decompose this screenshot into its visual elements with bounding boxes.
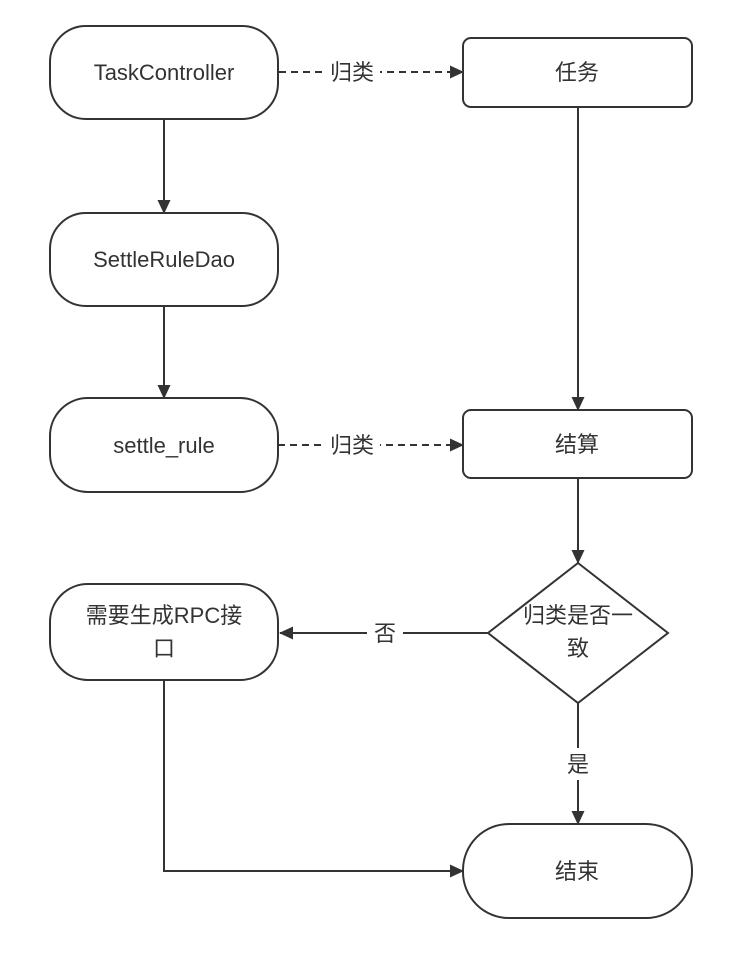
node-decision-label-line2: 致 xyxy=(567,636,589,661)
node-settlement: 结算 xyxy=(462,409,693,479)
edge-label-bg xyxy=(560,748,596,780)
node-rpc-interface-label-line2: 口 xyxy=(153,636,175,661)
node-task: 任务 xyxy=(462,37,693,108)
edge-label-yes: 是 xyxy=(567,752,589,777)
edge-decision-no: 否 xyxy=(279,618,488,648)
edge-label-no: 否 xyxy=(374,621,396,646)
node-rpc-interface-shape xyxy=(49,583,279,681)
node-end-label: 结束 xyxy=(555,859,599,884)
edge-label-bg xyxy=(324,431,380,459)
node-end: 结束 xyxy=(462,823,693,919)
edge-classify-top: 归类 xyxy=(279,58,464,86)
node-settle-rule-label: settle_rule xyxy=(113,433,215,458)
edge-label-bg xyxy=(324,58,380,86)
edge-classify-bottom: 归类 xyxy=(278,431,464,459)
node-task-label: 任务 xyxy=(555,60,599,85)
node-decision: 归类是否一 致 xyxy=(486,561,670,705)
node-settle-rule: settle_rule xyxy=(49,397,279,493)
node-settle-rule-dao-label: SettleRuleDao xyxy=(93,247,235,272)
node-settlement-label: 结算 xyxy=(555,432,599,457)
node-task-controller-shape xyxy=(49,25,279,120)
edge-decision-yes: 是 xyxy=(560,703,596,825)
edge-label-classify-top: 归类 xyxy=(330,60,374,85)
node-rpc-interface-label-line1: 需要生成RPC接 xyxy=(86,603,242,628)
node-decision-shape xyxy=(486,561,670,705)
node-task-shape xyxy=(462,37,693,108)
edge-label-bg xyxy=(367,618,403,648)
node-task-controller-label: TaskController xyxy=(94,60,235,85)
node-settle-rule-shape xyxy=(49,397,279,493)
node-rpc-interface: 需要生成RPC接 口 xyxy=(49,583,279,681)
node-decision-label-line1: 归类是否一 xyxy=(523,603,633,628)
node-end-shape xyxy=(462,823,693,919)
node-settle-rule-dao: SettleRuleDao xyxy=(49,212,279,307)
node-settlement-shape xyxy=(462,409,693,479)
node-settle-rule-dao-shape xyxy=(49,212,279,307)
node-task-controller: TaskController xyxy=(49,25,279,120)
edge-label-classify-bottom: 归类 xyxy=(330,433,374,458)
edge-rpc-to-end xyxy=(163,680,464,878)
